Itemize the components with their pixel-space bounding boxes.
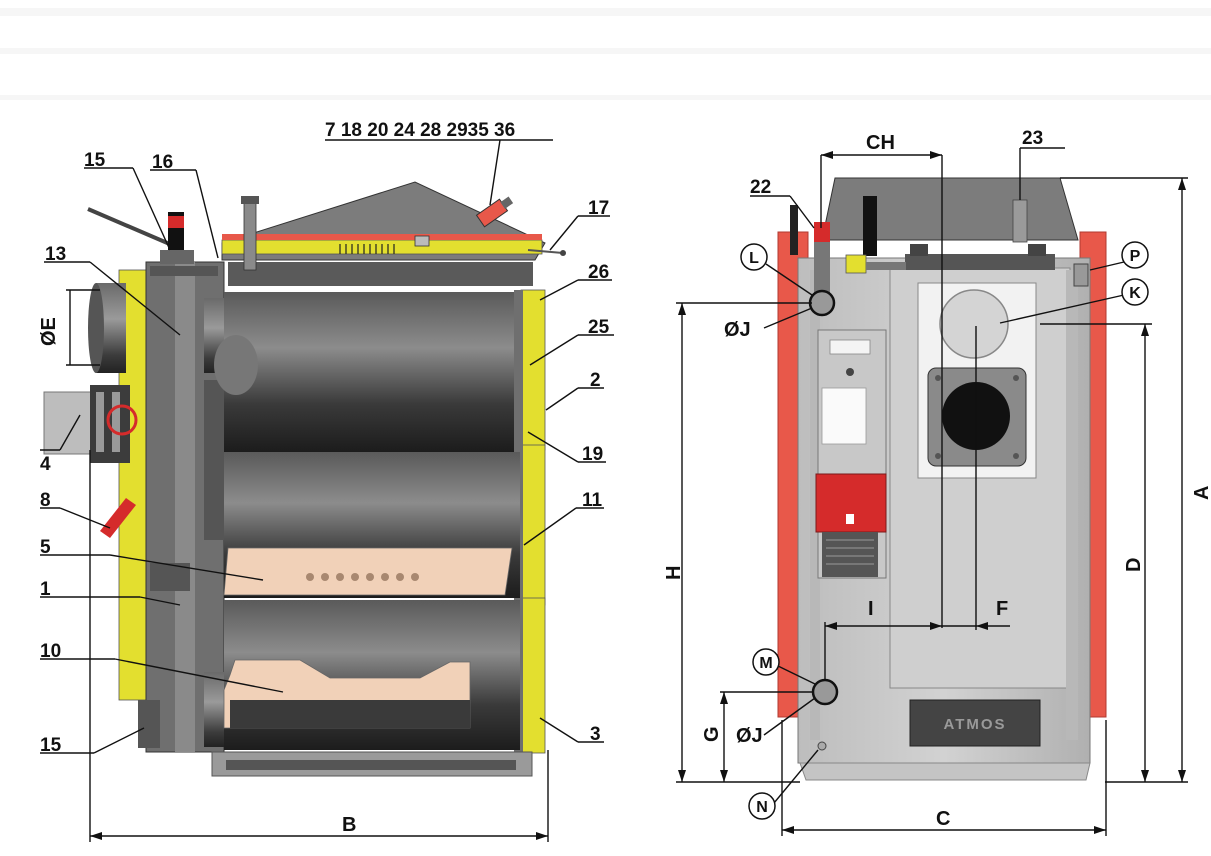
rear-dimension-lines [676,147,1188,836]
outlet-l [808,289,836,317]
callout-22: 22 [750,177,771,198]
callout-25: 25 [588,317,610,338]
refractory-nozzle [223,547,513,596]
circle-k [1121,278,1149,306]
dim-g: G [701,726,723,742]
nozzle-holes [306,573,419,581]
circle-n [748,792,776,820]
rear-view: ATMOS [777,177,1107,781]
upper-fuel-chamber [224,292,524,452]
fan-motor [43,391,93,455]
callout-13: 13 [45,244,66,265]
callout-top-group: 7 18 20 24 28 2935 36 [325,120,515,141]
callout-23: 23 [1022,128,1043,149]
dim-d: D [1123,558,1145,572]
dim-h: H [663,566,685,580]
dim-oj-top: ØJ [724,319,751,341]
circle-l [740,243,768,271]
dim-f: F [996,598,1008,620]
circle-p-label: P [1130,248,1141,265]
thermostat-valve [475,196,514,228]
scan-background [0,8,1211,100]
brand-plate [909,699,1041,747]
inlet-m [811,678,839,706]
callout-5: 5 [40,537,51,558]
dim-oe: ØE [38,317,60,346]
callout-2: 2 [590,370,601,391]
dim-ch: CH [866,132,895,154]
callout-8: 8 [40,490,51,511]
circle-m-label: M [759,655,772,672]
dim-i: I [868,598,874,620]
rear-safety-valve [814,222,830,244]
callout-4: 4 [40,454,51,475]
callout-15-top: 15 [84,150,106,171]
callout-15-bottom: 15 [40,735,62,756]
callout-1: 1 [40,579,51,600]
rear-top-hood [821,177,1079,241]
callout-17: 17 [588,198,609,219]
drain-n [817,741,827,751]
callout-3: 3 [590,724,601,745]
callout-19: 19 [582,444,603,465]
dim-a: A [1191,486,1211,500]
circle-l-label: L [749,250,759,267]
top-frame-red [222,234,542,240]
rear-labels: 22 23 CH L P K M N ØJ ØJ A D H I F G C [663,128,1211,830]
top-rail [228,262,533,286]
top-outlet-pipe [243,199,257,271]
circle-p [1121,241,1149,269]
callout-10: 10 [40,641,61,662]
dim-oj-bottom: ØJ [736,725,763,747]
circle-m [752,648,780,676]
cleaning-spring [339,244,395,254]
front-section-view [43,181,566,777]
front-leader-lines [40,139,614,842]
dim-c: C [936,808,950,830]
callout-26: 26 [588,262,609,283]
circle-n-label: N [756,799,768,816]
front-callouts: 7 18 20 24 28 2935 36 15 16 13 17 26 25 … [38,120,610,836]
dim-b: B [342,814,356,836]
circle-k-label: K [1129,285,1141,302]
upper-door [520,289,546,451]
flue-opening-k [939,289,1009,359]
brand-plate-text: ATMOS [943,716,1006,733]
callout-11: 11 [582,490,603,511]
callout-16: 16 [152,152,173,173]
